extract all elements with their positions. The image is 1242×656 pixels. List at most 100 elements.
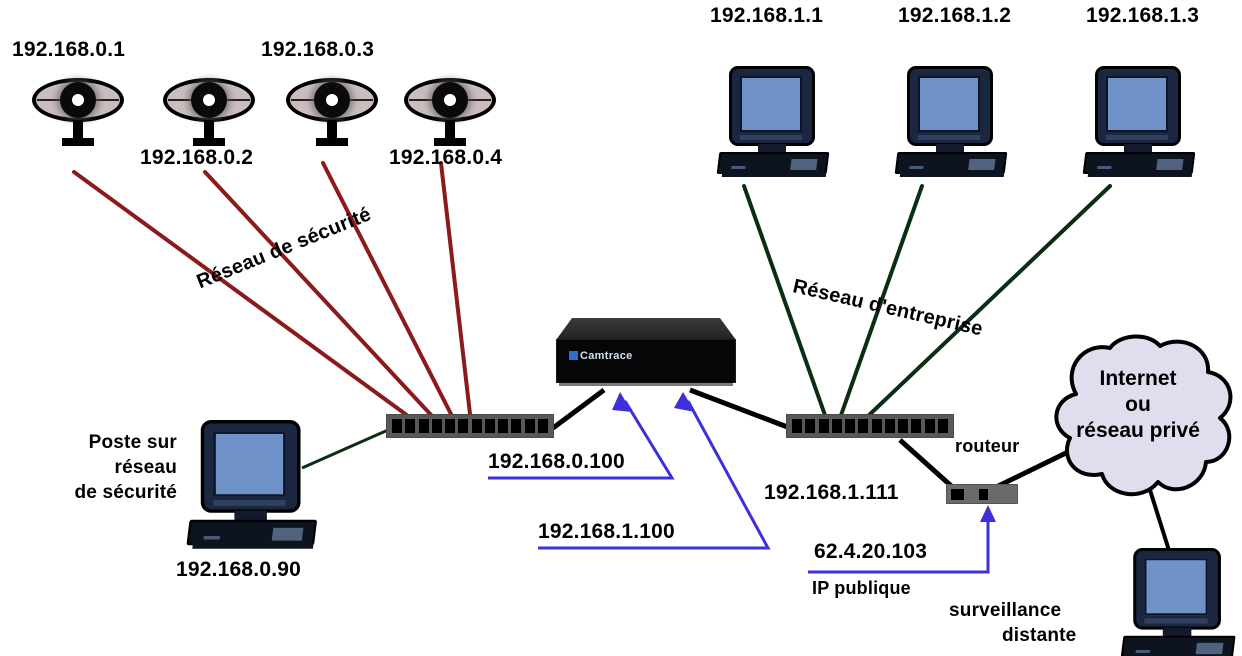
pc-monitor-stand: [1162, 627, 1192, 637]
remote-station-caption-line2: distante: [1002, 625, 1077, 646]
pc-keyboard-keys: [1135, 650, 1151, 654]
switch-port: [392, 419, 402, 433]
switch-port: [458, 419, 469, 433]
cable-switch0-to-server: [551, 387, 606, 431]
switch-port: [405, 419, 416, 433]
pc-keyboard: [1082, 152, 1196, 174]
pc-monitor-stand: [234, 510, 267, 521]
switch-port: [831, 419, 842, 433]
pc-monitor-bezel: [200, 420, 301, 513]
camera-pupil: [203, 94, 215, 106]
enterprise-switch-icon[interactable]: [786, 414, 954, 438]
camera-base: [434, 138, 466, 146]
camera-3-ip-label: 192.168.0.3: [261, 38, 375, 61]
remote-station-caption-line1: surveillance: [949, 600, 1062, 621]
pc-keyboard: [1120, 635, 1236, 656]
switch-port: [445, 419, 456, 433]
camera-4-ip-label: 192.168.0.4: [389, 146, 503, 169]
pc-monitor-bezel: [1095, 66, 1181, 146]
switch-port: [431, 419, 442, 433]
router-label: routeur: [955, 436, 1020, 456]
server-front-panel: Camtrace: [556, 339, 736, 383]
camera-icon-4[interactable]: [404, 78, 496, 148]
server-enterprise-ip-label: 192.168.1.100: [538, 520, 675, 543]
security-cables: [72, 161, 472, 418]
camera-2-ip-label: 192.168.0.2: [140, 146, 254, 169]
camera-icon-3[interactable]: [286, 78, 378, 148]
switch-port: [792, 419, 802, 433]
pc-keyboard-keys: [203, 536, 221, 540]
switch-port: [858, 419, 869, 433]
pc-screen: [740, 76, 802, 132]
pc-monitor-bezel: [907, 66, 993, 146]
pc-keyboard-keys: [731, 166, 746, 169]
switch-port: [898, 419, 909, 433]
camera-base: [62, 138, 94, 146]
pc-keyboard-shadow: [721, 172, 827, 177]
switch-port: [498, 419, 509, 433]
camera-pupil: [444, 94, 456, 106]
camera-base: [316, 138, 348, 146]
cable-server-to-switch1: [689, 387, 791, 431]
router-icon[interactable]: [946, 484, 1018, 504]
pc-2-ip-label: 192.168.1.2: [898, 4, 1012, 27]
security-workstation-ip-label: 192.168.0.90: [176, 558, 302, 581]
pc-icon-1[interactable]: [716, 66, 830, 186]
camtrace-logo-mark: [569, 351, 578, 360]
pointer-public-ip-arrowhead: [980, 505, 996, 522]
pc-screen: [213, 431, 286, 497]
switch-port: [484, 419, 495, 433]
switch-port: [471, 419, 482, 433]
cloud-shape: [1054, 334, 1233, 497]
camera-post: [204, 120, 214, 142]
security-workstation-icon[interactable]: [186, 420, 339, 582]
switch-port: [511, 419, 522, 433]
cloud-label-line3: réseau privé: [1076, 419, 1200, 442]
switch-port: [818, 419, 829, 433]
pc-icon-3[interactable]: [1082, 66, 1196, 186]
camera-1-ip-label: 192.168.0.1: [12, 38, 126, 61]
pc-1-ip-label: 192.168.1.1: [710, 4, 824, 27]
camera-post: [445, 120, 455, 142]
remote-station-icon[interactable]: [1120, 548, 1236, 656]
pc-keyboard-keypad: [1156, 159, 1184, 170]
pc-keyboard-shadow: [1087, 172, 1193, 177]
switch-port: [537, 419, 548, 433]
switch-port: [524, 419, 535, 433]
pc-screen: [1106, 76, 1168, 132]
pc-icon-2[interactable]: [894, 66, 1008, 186]
camera-pupil: [72, 94, 84, 106]
pc-screen: [918, 76, 980, 132]
security-switch-icon[interactable]: [386, 414, 554, 438]
pc-keyboard-keypad: [968, 159, 996, 170]
camera-pupil: [326, 94, 338, 106]
pc-keyboard: [894, 152, 1008, 174]
pc-keyboard-shadow: [192, 542, 314, 549]
camtrace-server-icon[interactable]: Camtrace: [556, 318, 736, 390]
pc-monitor-chin: [213, 500, 286, 506]
pc-monitor-chin: [740, 135, 802, 140]
camera-base: [193, 138, 225, 146]
pc-keyboard-keypad: [1195, 642, 1224, 655]
pc-keyboard-keys: [909, 166, 924, 169]
switch-port: [911, 419, 922, 433]
switch-port: [805, 419, 816, 433]
camera-icon-2[interactable]: [163, 78, 255, 148]
pc-keyboard-shadow: [899, 172, 1005, 177]
pc-monitor-bezel: [729, 66, 815, 146]
switch-port: [924, 419, 935, 433]
security-workstation-caption-line3: de sécurité: [74, 482, 177, 503]
pointer-security-ip-arrowhead: [612, 392, 632, 412]
pc-monitor-stand: [936, 144, 964, 153]
public-ip-label: 62.4.20.103: [814, 540, 928, 563]
enterprise-switch-ip-label: 192.168.1.111: [764, 481, 899, 504]
switch-port: [845, 419, 856, 433]
camera-icon-1[interactable]: [32, 78, 124, 148]
pc-monitor-chin: [918, 135, 980, 140]
security-workstation-caption-line1: Poste sur: [88, 432, 177, 453]
pc-monitor-bezel: [1133, 548, 1221, 630]
internet-cloud-icon: [1032, 332, 1242, 513]
switch-port: [418, 419, 429, 433]
server-shadow: [559, 382, 733, 386]
